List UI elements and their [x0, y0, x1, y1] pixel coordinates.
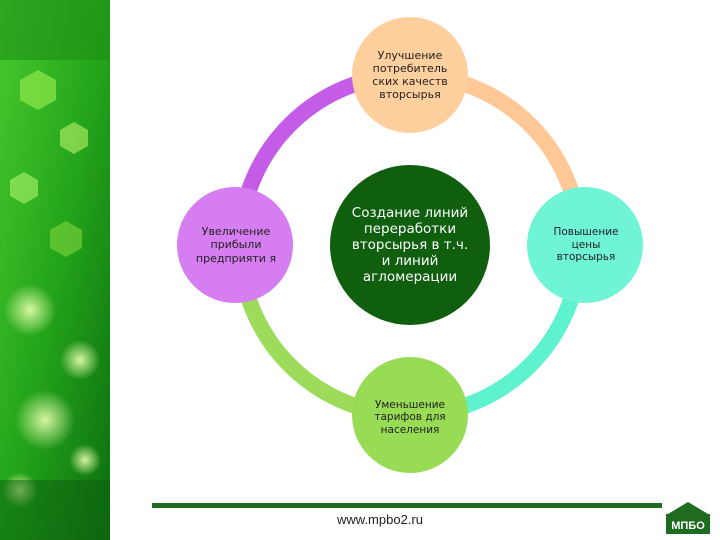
footer-divider: [152, 503, 662, 508]
center-node: [330, 165, 490, 325]
right-node-label: Повышение цены вторсырья: [553, 226, 619, 264]
bottom-node-label: Уменьшение тарифов для населения: [374, 398, 446, 436]
left-node: [177, 187, 293, 303]
bottom-node: [352, 357, 468, 473]
decorative-green-panel: [0, 0, 110, 540]
top-node: [352, 17, 468, 133]
footer-url: www.mpbo2.ru: [337, 512, 423, 527]
mpbo-logo: МПБО: [666, 502, 710, 534]
left-node-label: Увеличение прибыли предприяти я: [195, 225, 277, 265]
center-node-label: Создание линий переработки вторсырья в т…: [351, 204, 469, 286]
logo-text: МПБО: [671, 520, 705, 532]
top-node-label: Улучшение потребитель ских качеств вторс…: [372, 48, 448, 102]
right-node: [527, 187, 643, 303]
